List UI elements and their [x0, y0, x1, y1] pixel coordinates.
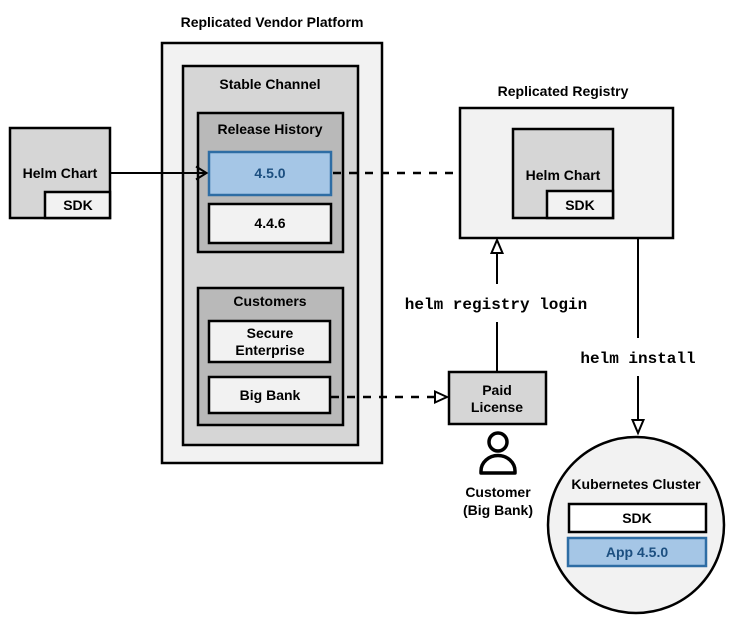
kubernetes-sdk-label: SDK — [622, 510, 652, 526]
registry-login-command-label: helm registry login — [405, 296, 587, 314]
secure-enterprise-label-line1: Secure — [247, 325, 294, 341]
release-4-5-0-label: 4.5.0 — [254, 165, 285, 181]
big-bank-label: Big Bank — [240, 387, 301, 403]
paid-license-box — [447, 370, 548, 426]
stable-channel-label: Stable Channel — [219, 76, 320, 92]
helm-chart-source-label: Helm Chart — [23, 165, 98, 181]
customer-person-icon — [479, 431, 517, 475]
release-4-4-6-box — [207, 202, 333, 245]
kubernetes-app-label: App 4.5.0 — [606, 544, 668, 560]
kubernetes-cluster-title: Kubernetes Cluster — [571, 476, 701, 492]
registry-sdk-label: SDK — [565, 197, 595, 213]
helm-chart-source-sdk-label: SDK — [63, 197, 93, 213]
paid-license-label-line2: License — [471, 399, 523, 415]
kubernetes-app-box — [566, 536, 708, 568]
customers-label: Customers — [233, 293, 306, 309]
customer-label-line1: Customer — [465, 484, 531, 500]
helm-chart-source-sdk-box — [43, 190, 112, 220]
registry-login-arrowhead-icon — [489, 237, 505, 254]
registry-title: Replicated Registry — [498, 83, 629, 99]
secure-enterprise-label-line2: Enterprise — [235, 342, 304, 358]
registry-sdk-box — [545, 189, 615, 220]
paid-license-label-line1: Paid — [482, 382, 512, 398]
release-4-5-0-box — [207, 150, 333, 197]
kubernetes-sdk-box — [567, 502, 708, 534]
publish-release-arrowhead-icon — [195, 165, 209, 181]
big-bank-box — [207, 375, 332, 415]
secure-enterprise-box — [207, 319, 332, 364]
customer-to-license-arrowhead-icon — [434, 389, 450, 405]
release-4-4-6-label: 4.4.6 — [254, 215, 285, 231]
release-history-label: Release History — [217, 121, 322, 137]
registry-helm-chart-label: Helm Chart — [526, 167, 601, 183]
vendor-platform-title: Replicated Vendor Platform — [181, 14, 364, 30]
helm-install-command-label: helm install — [580, 350, 695, 368]
customer-label-line2: (Big Bank) — [463, 502, 533, 518]
helm-install-arrowhead-icon — [630, 419, 646, 436]
